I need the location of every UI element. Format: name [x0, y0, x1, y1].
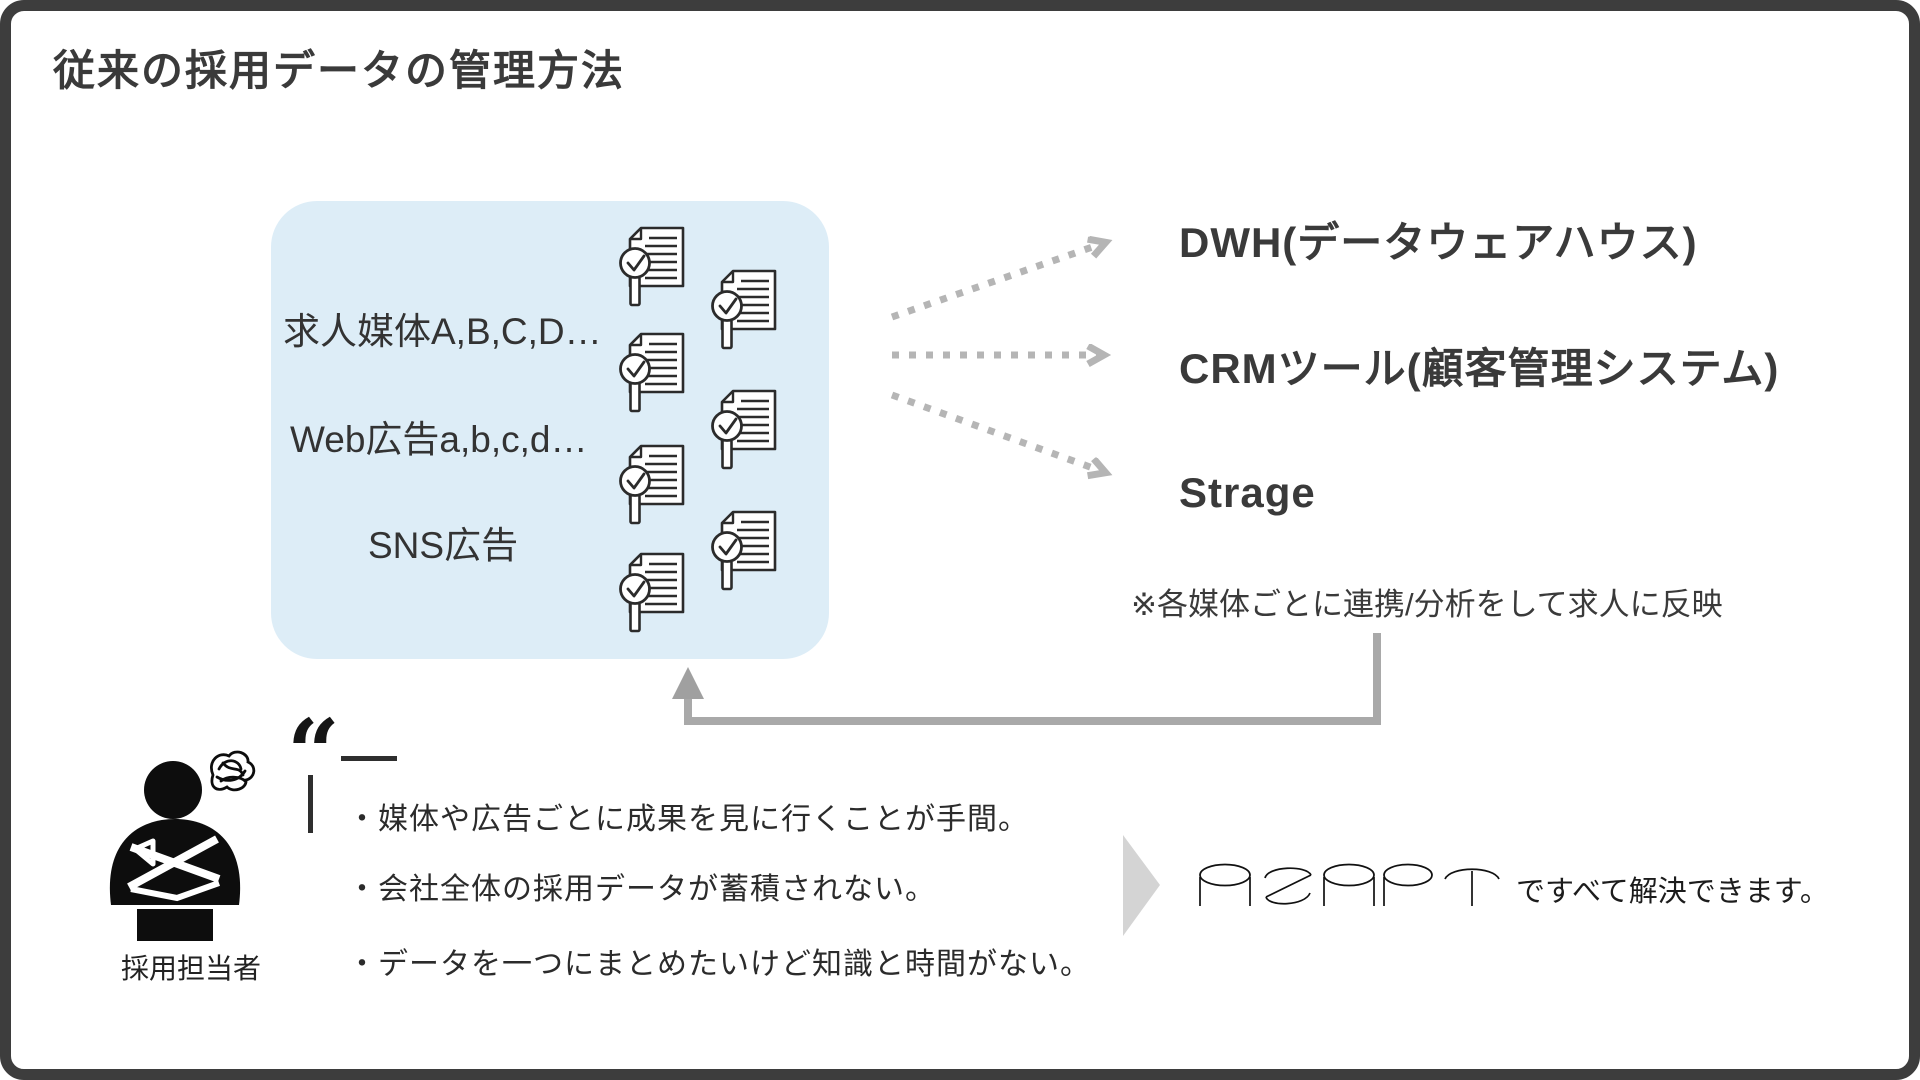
complaint-item: ・媒体や広告ごとに成果を見に行くことが手間。 [347, 803, 1029, 836]
doc-search-icon [711, 269, 777, 350]
quote-vertical-rule [308, 775, 313, 833]
note-text: ※各媒体ごとに連携/分析をして求人に反映 [1131, 587, 1723, 622]
doc-search-icon [619, 444, 685, 525]
source-item-sns-ads: SNS広告 [368, 525, 519, 566]
quote-icon: “ [287, 699, 340, 807]
dotted-arrow-to-dwh [890, 244, 1101, 321]
big-right-triangle [1123, 835, 1160, 936]
doc-search-icon [711, 510, 777, 591]
doc-search-icon [619, 226, 685, 307]
quote-horizontal-rule [341, 756, 397, 761]
complaint-item: ・データを一つにまとめたいけど知識と時間がない。 [347, 948, 1091, 981]
complaint-item: ・会社全体の採用データが蓄積されない。 [347, 873, 936, 906]
doc-search-icon [619, 552, 685, 633]
source-media-box: 求人媒体A,B,C,D… Web広告a,b,c,d… SNS広告 [271, 201, 829, 659]
person-arms-crossed-icon [109, 761, 241, 941]
feedback-loop-arrowhead [672, 667, 704, 699]
destination-crm: CRMツール(顧客管理システム) [1179, 345, 1780, 392]
page-title: 従来の採用データの管理方法 [53, 47, 626, 94]
tangled-scribble-icon [210, 750, 256, 792]
source-item-job-media: 求人媒体A,B,C,D… [283, 311, 602, 352]
azapt-logo [1199, 863, 1500, 906]
destination-strage: Strage [1179, 469, 1316, 516]
doc-search-icon [711, 389, 777, 470]
source-item-web-ads: Web広告a,b,c,d… [290, 419, 588, 460]
destination-dwh: DWH(データウェアハウス) [1179, 219, 1698, 266]
dotted-arrow-to-strage [890, 391, 1101, 471]
persona-label: 採用担当者 [120, 953, 261, 984]
solution-text: ですべて解決できます。 [1516, 876, 1829, 908]
doc-search-icon [619, 332, 685, 413]
